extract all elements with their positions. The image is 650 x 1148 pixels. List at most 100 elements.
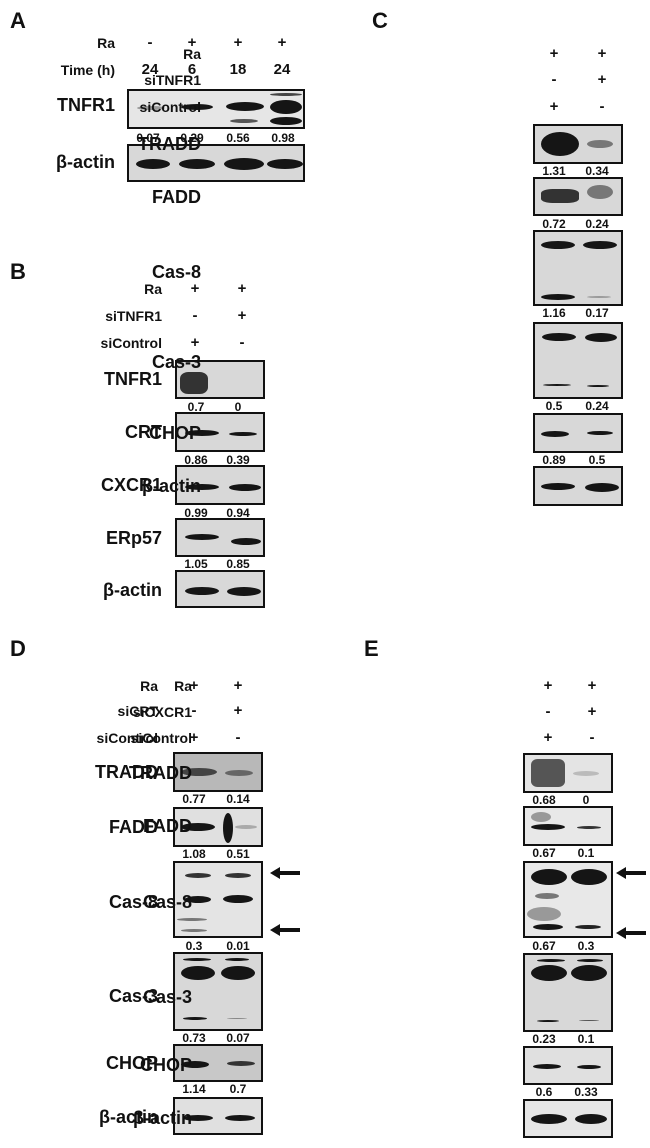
condition-label: siTNFR1 bbox=[144, 72, 201, 88]
quant-value: 0.98 bbox=[271, 131, 295, 145]
blot-cas-3 bbox=[533, 322, 623, 399]
condition-sign: + bbox=[587, 703, 597, 720]
blot-label: CHOP bbox=[139, 1055, 192, 1075]
blot-fadd bbox=[533, 177, 623, 216]
panel-letter: A bbox=[10, 8, 26, 33]
quant-value: 0.14 bbox=[226, 792, 250, 806]
quant-value: 1.16 bbox=[542, 306, 566, 320]
blot-tnfr1 bbox=[127, 89, 305, 129]
condition-sign: - bbox=[545, 703, 551, 720]
quant-value: 0.29 bbox=[180, 131, 204, 145]
blot-label: Cas-3 bbox=[142, 987, 192, 1007]
quant-value: 0.34 bbox=[585, 164, 609, 178]
quant-value: 0.7 bbox=[229, 1082, 247, 1096]
quant-value: 0.94 bbox=[226, 506, 250, 520]
condition-sign: + bbox=[549, 98, 559, 115]
quant-value: 0.3 bbox=[577, 939, 595, 953]
condition-label: Ra bbox=[144, 281, 162, 297]
blot-label: ERp57 bbox=[105, 528, 162, 548]
blot-chop bbox=[533, 413, 623, 453]
blot-cas-3 bbox=[173, 952, 263, 1031]
condition-label: siControl bbox=[139, 99, 201, 115]
blot-label: CHOP bbox=[105, 1053, 158, 1073]
quant-value: 0.33 bbox=[574, 1085, 598, 1099]
blot-fadd bbox=[173, 807, 263, 847]
condition-sign: + bbox=[190, 334, 200, 351]
blot-label: Cas-3 bbox=[151, 352, 201, 372]
condition-sign: - bbox=[147, 34, 153, 51]
blot-fadd bbox=[523, 806, 613, 846]
quant-value: 0.39 bbox=[226, 453, 250, 467]
quant-value: 0.67 bbox=[532, 939, 556, 953]
panel-letter: E bbox=[364, 636, 379, 661]
blot-label: TRADD bbox=[129, 763, 192, 783]
blot-label: TNFR1 bbox=[104, 369, 162, 389]
quant-value: 0.07 bbox=[226, 1031, 250, 1045]
blot-cxcr1 bbox=[175, 465, 265, 505]
condition-sign: - bbox=[239, 334, 245, 351]
condition-sign: + bbox=[189, 729, 199, 746]
condition-label: Ra bbox=[174, 678, 192, 694]
condition-sign: + bbox=[597, 71, 607, 88]
condition-sign: - bbox=[235, 729, 241, 746]
quant-value: 0.68 bbox=[532, 793, 556, 807]
blot-label: Cas-8 bbox=[142, 892, 192, 912]
condition-sign: - bbox=[551, 71, 557, 88]
quant-value: 0.85 bbox=[226, 557, 250, 571]
blot-label: CXCR1 bbox=[100, 475, 162, 495]
condition-sign: - bbox=[589, 729, 595, 746]
panel-letter: D bbox=[10, 636, 26, 661]
blot-tradd bbox=[173, 752, 263, 792]
quant-value: 0.5 bbox=[545, 399, 563, 413]
condition-sign: + bbox=[190, 280, 200, 297]
quant-value: 0.07 bbox=[136, 131, 160, 145]
quant-value: 0.73 bbox=[182, 1031, 206, 1045]
blot-label: TRADD bbox=[95, 762, 158, 782]
condition-sign: + bbox=[543, 729, 553, 746]
blot-label: Cas-8 bbox=[151, 262, 201, 282]
blot-tradd bbox=[523, 753, 613, 793]
left-arrow-icon bbox=[270, 867, 300, 879]
condition-sign: + bbox=[189, 677, 199, 694]
blot-label: CHOP bbox=[148, 423, 201, 443]
condition-label: siControl bbox=[130, 730, 192, 746]
blot-label: FADD bbox=[152, 187, 201, 207]
condition-label: Ra bbox=[97, 35, 115, 51]
blot-cas-8 bbox=[173, 861, 263, 938]
blot-label: β-actin bbox=[103, 580, 162, 600]
quant-value: 0.99 bbox=[184, 506, 208, 520]
condition-sign: + bbox=[587, 677, 597, 694]
condition-value: 6 bbox=[187, 61, 197, 78]
blot-label: β-actin bbox=[133, 1108, 192, 1128]
quant-value: 0.5 bbox=[588, 453, 606, 467]
condition-sign: + bbox=[237, 307, 247, 324]
blot-chop bbox=[173, 1044, 263, 1082]
blot-erp57 bbox=[175, 518, 265, 557]
quant-value: 1.14 bbox=[182, 1082, 206, 1096]
blot-cas-3 bbox=[523, 953, 613, 1032]
condition-label: Ra bbox=[140, 678, 158, 694]
blot-cas-8 bbox=[523, 861, 613, 938]
condition-sign: + bbox=[233, 702, 243, 719]
condition-label: siTNFR1 bbox=[105, 308, 162, 324]
condition-label: Time (h) bbox=[60, 62, 115, 78]
condition-label: siControl bbox=[100, 335, 162, 351]
condition-value: 24 bbox=[141, 61, 159, 78]
condition-sign: + bbox=[233, 34, 243, 51]
quant-value: 0.24 bbox=[585, 217, 609, 231]
panel-letter: B bbox=[10, 259, 26, 284]
quant-value: 1.08 bbox=[182, 847, 206, 861]
blot-label: TRADD bbox=[138, 134, 201, 154]
condition-sign: + bbox=[549, 45, 559, 62]
blot-beta-actin bbox=[523, 1099, 613, 1138]
left-arrow-icon bbox=[616, 867, 646, 879]
blot-label: TNFR1 bbox=[57, 95, 115, 115]
condition-sign: + bbox=[237, 280, 247, 297]
quant-value: 0.72 bbox=[542, 217, 566, 231]
condition-sign: + bbox=[277, 34, 287, 51]
left-arrow-icon bbox=[616, 927, 646, 939]
quant-value: 0.6 bbox=[535, 1085, 553, 1099]
quant-value: 0.67 bbox=[532, 846, 556, 860]
blot-label: CRT bbox=[125, 422, 162, 442]
blot-tradd bbox=[533, 124, 623, 164]
